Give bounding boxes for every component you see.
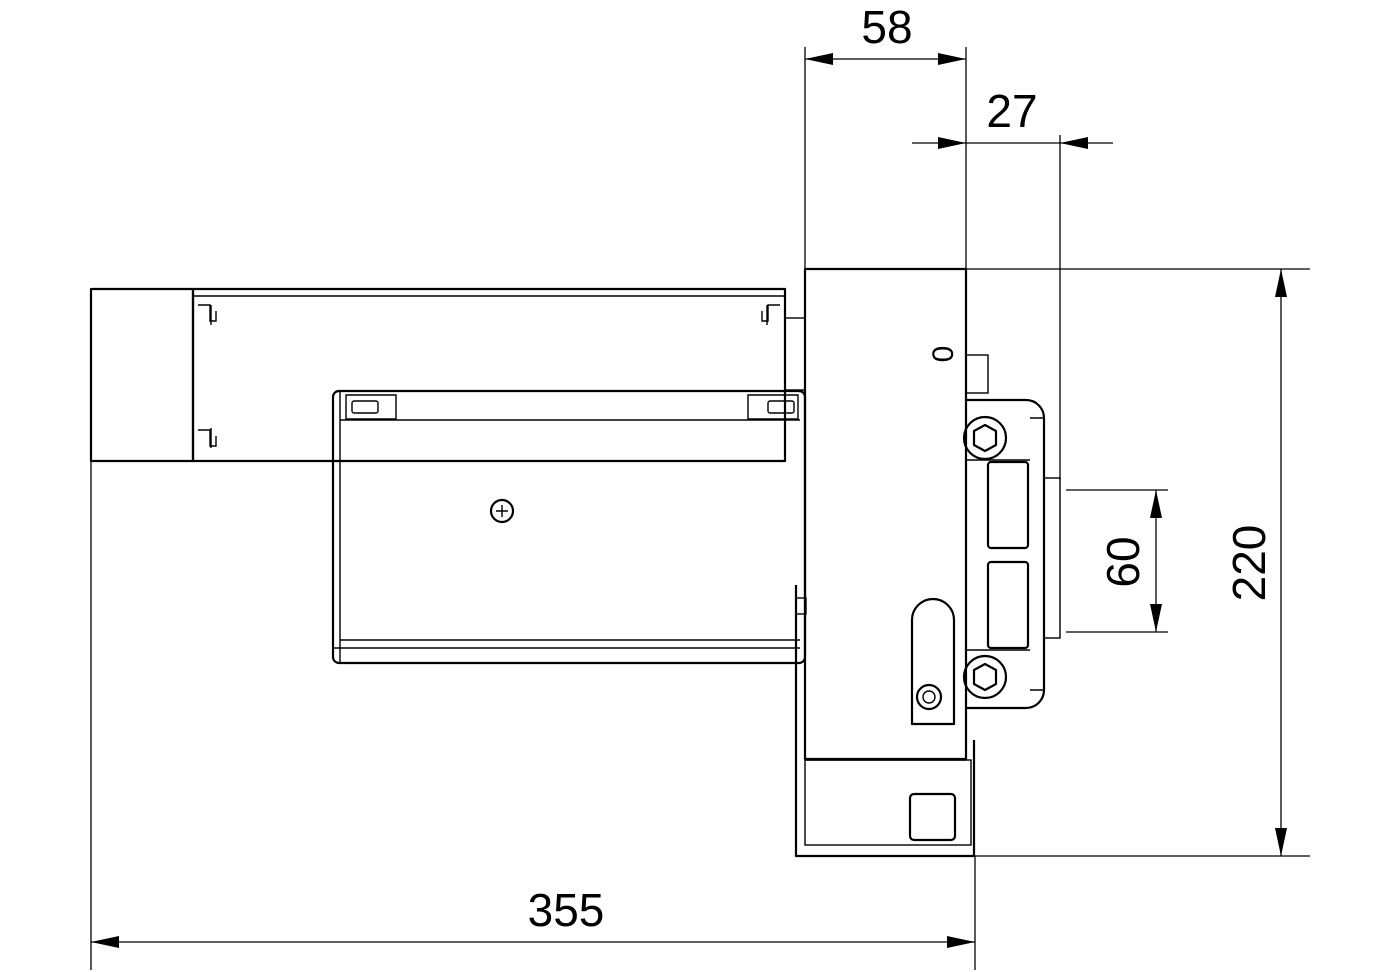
right-bracket (962, 398, 1061, 710)
housing-screw (489, 498, 515, 524)
dimension-220: 220 (966, 268, 1310, 857)
dimension-60: 60 (1066, 489, 1168, 633)
middle-housing (331, 389, 807, 665)
zero-marking: 0 (927, 346, 960, 363)
dimension-27: 27 (912, 85, 1113, 480)
top-rail (191, 287, 806, 463)
dimension-355-label: 355 (528, 884, 605, 936)
dimension-27-label: 27 (986, 85, 1037, 137)
top-bolt (962, 415, 1008, 461)
left-end-cap (89, 287, 195, 463)
dimension-220-label: 220 (1223, 525, 1275, 602)
dimension-58-label: 58 (861, 1, 912, 53)
dimension-355: 355 (90, 461, 976, 970)
dimension-58: 58 (804, 1, 967, 268)
main-body (794, 267, 989, 858)
dimension-60-label: 60 (1097, 536, 1149, 587)
bottom-bolt (962, 654, 1008, 700)
